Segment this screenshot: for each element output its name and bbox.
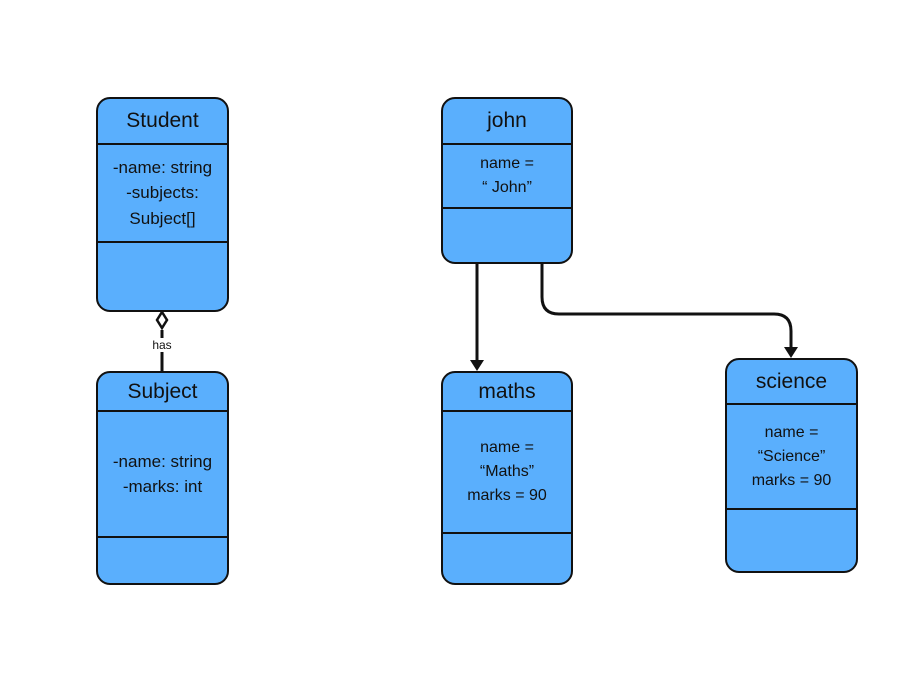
attribute-line: Subject[] — [129, 208, 196, 228]
class-box-subject[interactable]: Subject -name: string -marks: int — [96, 371, 229, 585]
class-methods-student — [98, 241, 227, 310]
class-box-student[interactable]: Student -name: string -subjects: Subject… — [96, 97, 229, 312]
attribute-line: -name: string — [112, 451, 213, 471]
object-methods-john — [443, 207, 571, 262]
object-methods-science — [727, 508, 856, 571]
attribute-line: name = — [480, 439, 534, 456]
attribute-line: -subjects: — [126, 183, 199, 203]
arrowhead-science-icon — [784, 347, 798, 358]
class-title-student: Student — [126, 109, 199, 132]
attribute-line: marks = 90 — [467, 487, 547, 504]
object-title-maths: maths — [478, 379, 536, 403]
object-title-science: science — [755, 369, 828, 393]
object-attributes-john: name = “ John” — [443, 143, 571, 207]
attribute-line: name = — [480, 155, 534, 172]
arrow-john-science — [540, 263, 793, 349]
class-methods-subject — [98, 536, 227, 583]
attribute-line: “Maths” — [479, 463, 535, 480]
relation-label-has: has — [146, 338, 178, 352]
object-box-science[interactable]: science name = “Science” marks = 90 — [725, 358, 858, 573]
class-attributes-subject: -name: string -marks: int — [98, 410, 227, 536]
object-attributes-science: name = “Science” marks = 90 — [727, 403, 856, 508]
object-title-john: john — [487, 109, 527, 132]
object-attributes-maths: name = “Maths” marks = 90 — [443, 410, 571, 532]
attribute-line: marks = 90 — [751, 471, 832, 489]
attribute-line: -name: string — [112, 157, 213, 177]
aggregation-diamond-icon — [155, 309, 169, 331]
attribute-line: “Science” — [757, 447, 826, 465]
attribute-line: “ John” — [482, 179, 532, 196]
class-attributes-student: -name: string -subjects: Subject[] — [98, 143, 227, 241]
object-methods-maths — [443, 532, 571, 583]
arrowhead-maths-icon — [470, 360, 484, 371]
object-box-maths[interactable]: maths name = “Maths” marks = 90 — [441, 371, 573, 585]
object-box-john[interactable]: john name = “ John” — [441, 97, 573, 264]
attribute-line: -marks: int — [122, 477, 203, 496]
class-title-subject: Subject — [127, 379, 198, 403]
attribute-line: name = — [764, 423, 819, 441]
